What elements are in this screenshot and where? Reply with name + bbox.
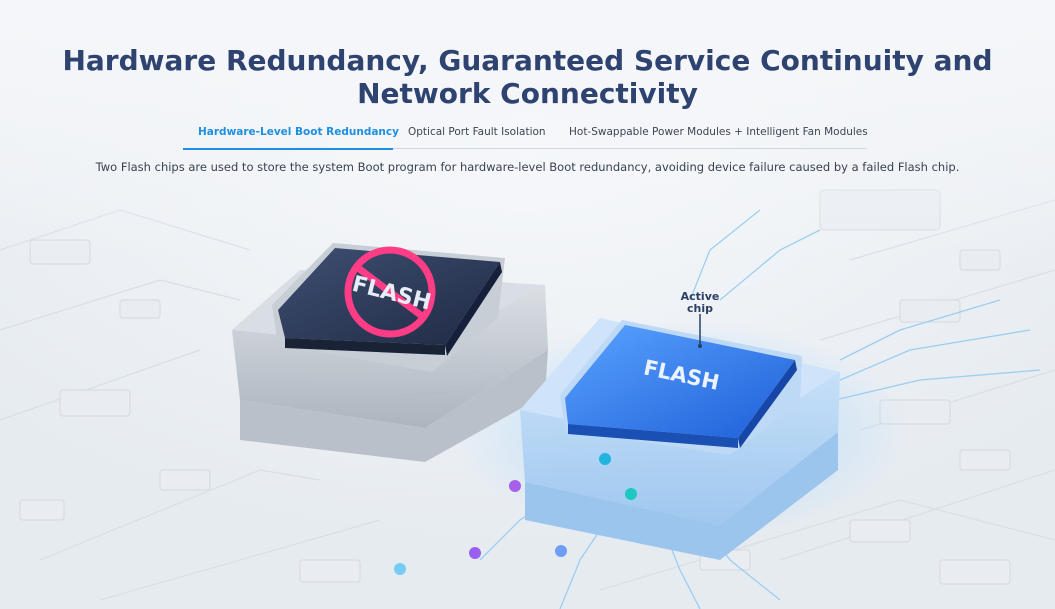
- tab-description: Two Flash chips are used to store the sy…: [95, 160, 960, 174]
- prohibited-icon: [344, 246, 436, 338]
- signal-dots: [394, 453, 637, 575]
- tab-hardware-level-boot-redundancy[interactable]: Hardware-Level Boot Redundancy: [183, 118, 399, 150]
- callout-label-line-2: chip: [687, 302, 713, 315]
- active-flash-chip: FLASH Active chip: [520, 290, 840, 560]
- failed-flash-chip: FLASH: [232, 243, 548, 462]
- section-title: Hardware Redundancy, Guaranteed Service …: [0, 44, 1055, 110]
- section-title-line-1: Hardware Redundancy, Guaranteed Service …: [62, 44, 993, 77]
- callout-label-line-1: Active: [681, 290, 720, 303]
- feature-tabs: Hardware-Level Boot Redundancy Optical P…: [183, 118, 868, 150]
- tab-optical-port-fault-isolation[interactable]: Optical Port Fault Isolation: [408, 126, 546, 138]
- tab-hot-swappable-power-fan-modules[interactable]: Hot-Swappable Power Modules + Intelligen…: [569, 126, 868, 138]
- section-title-line-2: Network Connectivity: [357, 77, 698, 110]
